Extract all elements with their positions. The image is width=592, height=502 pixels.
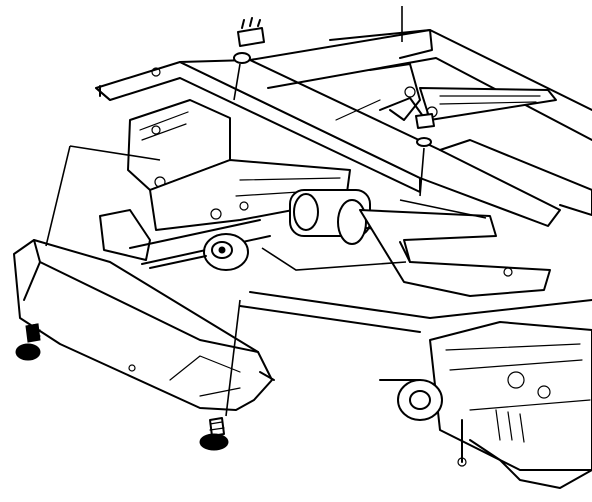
upper-right-fastener (415, 113, 435, 197)
drive-motor (149, 189, 421, 271)
bolt-left (15, 323, 41, 361)
seat-adjuster-track-right (329, 29, 592, 216)
leader-lines (45, 6, 487, 271)
mounting-bracket (239, 209, 592, 333)
trim-cover (13, 239, 275, 411)
lower-right-mechanism (379, 321, 592, 489)
bolt-bottom (199, 299, 241, 451)
seat-adjuster-track-left (99, 99, 351, 265)
nut (233, 17, 265, 101)
